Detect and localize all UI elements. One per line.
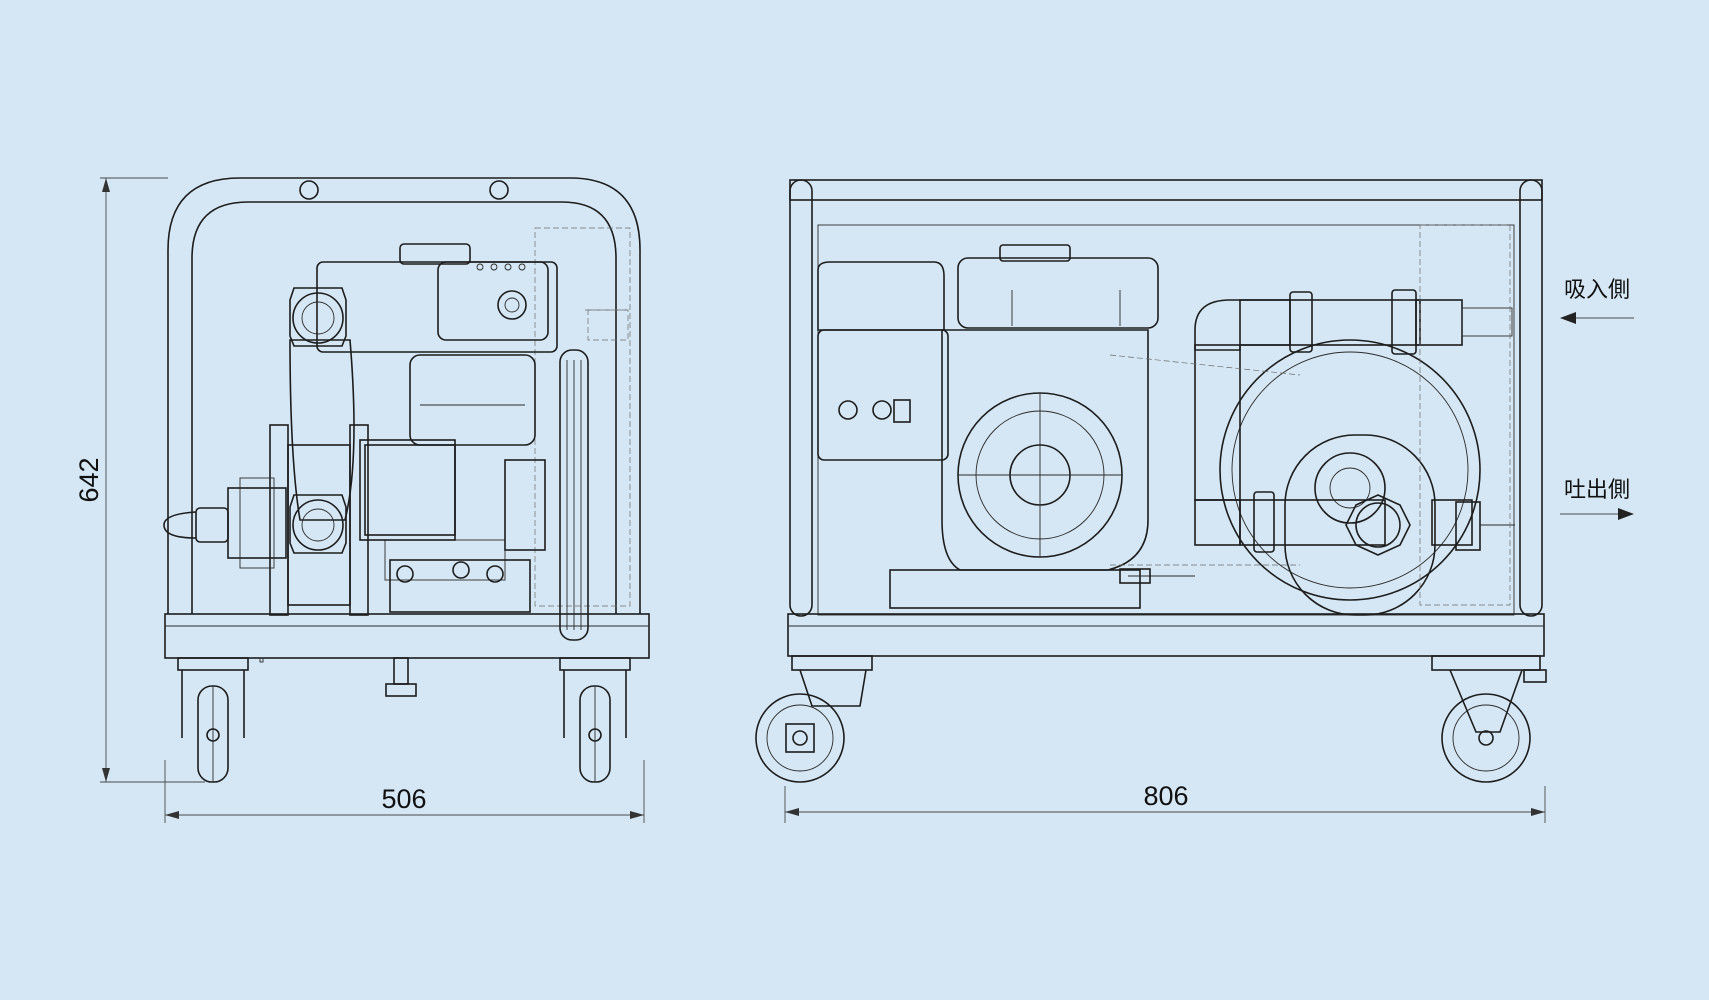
front-air-cleaner <box>437 261 549 341</box>
side-suction-coupling <box>1415 299 1463 346</box>
side-pump-volute <box>1219 339 1481 601</box>
suction-side-label: 吸入側 <box>1564 277 1630 302</box>
side-pump-impeller <box>1314 452 1386 524</box>
front-roll-frame-inner <box>191 201 617 614</box>
side-length-dimension-label: 806 <box>1143 781 1188 811</box>
side-fuel-tank <box>957 257 1159 329</box>
side-engine-shroud <box>941 329 1149 571</box>
front-stand-foot <box>385 657 417 697</box>
front-roll-frame-outer <box>167 177 641 614</box>
front-pulley <box>559 349 589 641</box>
dimension-front-width: 506 <box>164 760 645 823</box>
front-pump-casing <box>289 339 355 521</box>
front-base <box>164 613 650 659</box>
discharge-side-label: 吐出側 <box>1564 477 1630 502</box>
side-caster-right <box>1431 655 1541 783</box>
front-side-coupling <box>227 487 287 559</box>
side-suction-elbow <box>1194 299 1291 351</box>
suction-arrow-icon <box>1560 312 1576 324</box>
side-base <box>787 613 1545 657</box>
front-width-dimension-label: 506 <box>381 784 426 814</box>
side-caster-left <box>755 655 873 783</box>
front-caster-right <box>559 657 631 783</box>
suction-side-callout: 吸入側 <box>1560 277 1634 324</box>
side-discharge-pipe <box>1239 499 1386 546</box>
discharge-side-callout: 吐出側 <box>1560 477 1634 520</box>
side-suction-pipe <box>1239 299 1421 346</box>
dimension-side-length: 806 <box>784 781 1546 823</box>
side-discharge-coupling <box>1431 499 1473 546</box>
side-top-rail <box>789 179 1543 201</box>
dimension-height: 642 <box>74 177 205 783</box>
height-dimension-label: 642 <box>74 457 104 502</box>
side-post-left <box>789 179 813 617</box>
front-caster-left <box>177 657 249 783</box>
side-engine-body <box>817 329 949 461</box>
discharge-arrow-icon <box>1618 508 1634 520</box>
side-engine-mount <box>889 569 1141 609</box>
side-view <box>755 179 1547 783</box>
front-engine-mount <box>389 559 531 613</box>
front-view <box>163 177 650 783</box>
side-pump-casing <box>1284 434 1436 616</box>
side-recoil-cover <box>817 261 945 331</box>
front-suction-port <box>292 292 344 344</box>
side-post-right <box>1519 179 1543 617</box>
front-discharge-port <box>292 499 344 551</box>
front-engine-head <box>316 261 558 353</box>
front-fuel-tank <box>409 354 536 446</box>
